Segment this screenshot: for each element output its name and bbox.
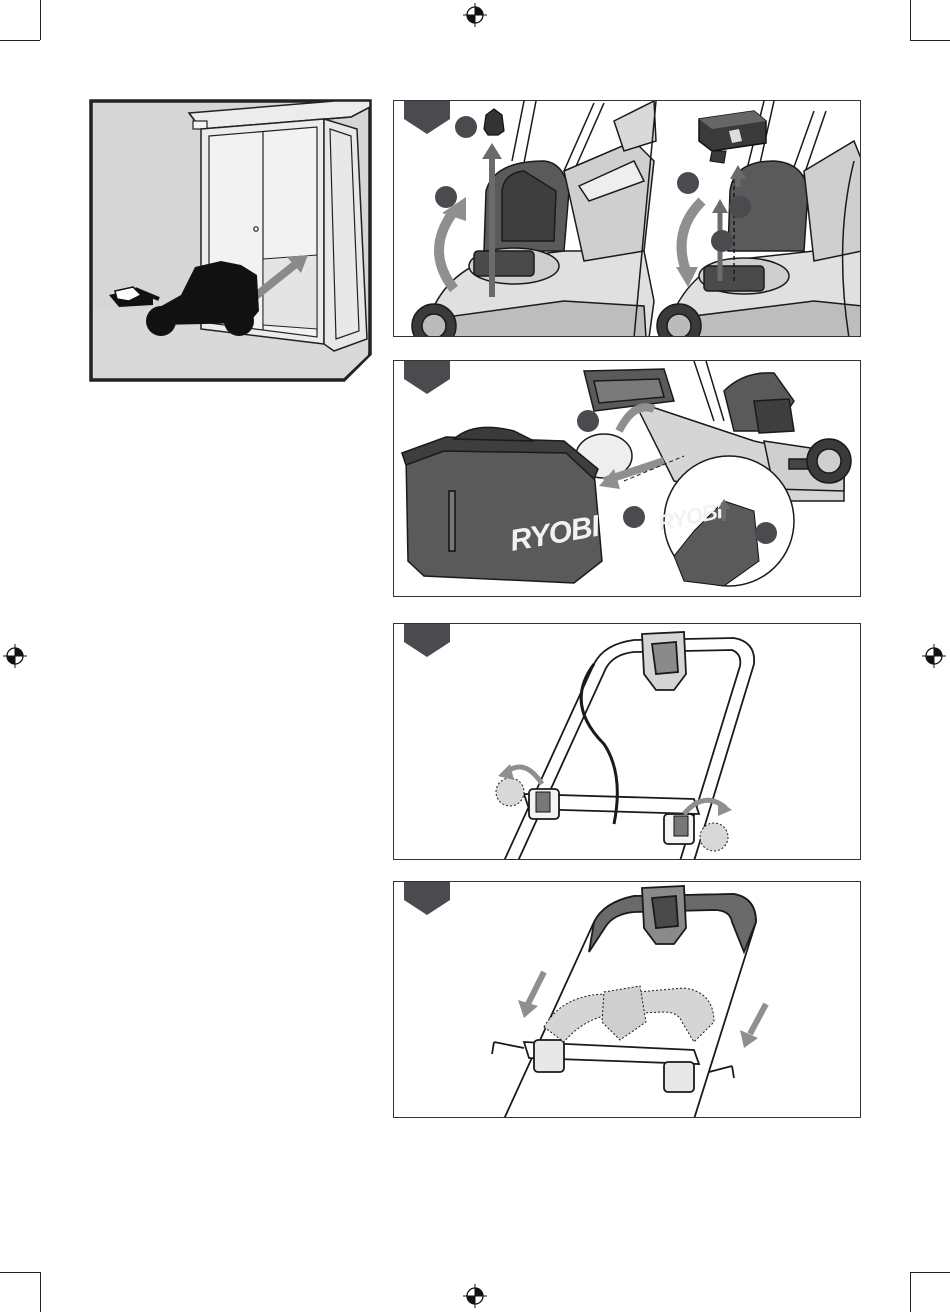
handle-fold-panel [393,881,861,1118]
crop-mark-top-right-h [910,40,950,41]
step-tab-icon [404,101,450,134]
registration-mark-left-icon [3,644,27,668]
step-tab-icon [404,882,450,915]
handle-knobs-panel [393,623,861,860]
crop-mark-top-right-v [910,0,911,40]
storage-panel [89,99,372,382]
crop-mark-bottom-right-v [910,1272,911,1312]
step-marker-4-icon [729,196,751,218]
registration-mark-right-icon [922,644,946,668]
step-marker-2-icon [623,506,645,528]
step-tab-icon [404,624,450,657]
step-marker-5-icon [711,230,733,252]
step-marker-2-icon [435,186,457,208]
grass-bag-panel: RYOBI RYOBI [393,360,861,597]
crop-mark-bottom-right-h [910,1272,950,1273]
registration-mark-top-icon [463,3,487,27]
step-marker-1-icon [577,410,599,432]
battery-removal-panel [393,100,861,337]
step-marker-1-icon [455,116,477,138]
step-marker-3-icon [677,172,699,194]
crop-mark-top-left-v [40,0,41,40]
registration-mark-bottom-icon [463,1284,487,1308]
crop-mark-bottom-left-v [40,1272,41,1312]
crop-mark-top-left-h [0,40,40,41]
step-tab-icon [404,361,450,394]
crop-mark-bottom-left-h [0,1272,40,1273]
step-marker-3-icon [755,522,777,544]
